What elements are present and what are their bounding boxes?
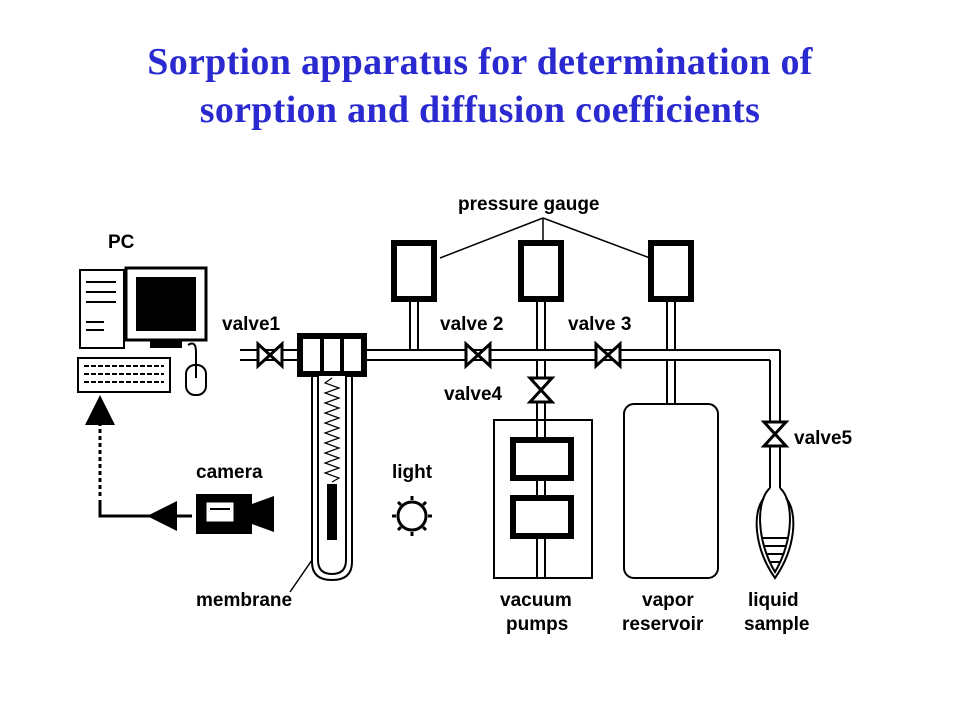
pc-computer: PC	[77, 232, 208, 396]
liquid-label-2: sample	[744, 614, 809, 635]
vacuum-label-1: vacuum	[500, 590, 572, 611]
light-icon: light	[392, 462, 433, 536]
pressure-gauge-1	[391, 240, 437, 302]
sample-chamber	[297, 333, 367, 377]
liquid-label-1: liquid	[748, 590, 799, 611]
valve-4	[526, 376, 556, 404]
valve1-label: valve1	[222, 314, 281, 335]
light-label: light	[392, 462, 433, 483]
valve2-label: valve 2	[440, 314, 503, 335]
valve3-label: valve 3	[568, 314, 631, 335]
valve4-label: valve4	[444, 384, 503, 405]
membrane-label: membrane	[196, 590, 292, 611]
valve-3: valve 3	[568, 314, 631, 370]
vapor-label-2: reservoir	[622, 614, 704, 635]
liquid-sample-bulb	[759, 487, 791, 574]
liquid-branch: valve5 liquid sample	[744, 420, 853, 635]
pressure-gauges: pressure gauge	[391, 194, 694, 350]
vapor-reservoir: vapor reservoir	[622, 360, 719, 635]
valve-5	[760, 420, 790, 448]
valve5-label: valve5	[794, 428, 853, 449]
pressure-gauge-label: pressure gauge	[458, 194, 600, 215]
signal-line	[85, 395, 192, 531]
page-title: Sorption apparatus for determination of …	[0, 38, 960, 134]
title-line-2: sorption and diffusion coefficients	[199, 89, 761, 131]
vacuum-pump-2	[510, 495, 574, 539]
main-line	[240, 349, 781, 425]
pressure-gauge-3	[648, 240, 694, 302]
pressure-gauge-2	[518, 240, 564, 302]
vacuum-enclosure	[493, 419, 593, 579]
camera-label: camera	[196, 462, 263, 483]
membrane-sample	[327, 484, 337, 540]
vacuum-label-2: pumps	[506, 614, 568, 635]
pc-label: PC	[108, 232, 135, 253]
camera: camera	[196, 462, 274, 534]
valve-2: valve 2	[440, 314, 503, 370]
pc-screen	[136, 277, 196, 331]
vapor-label-1: vapor	[642, 590, 694, 611]
vacuum-pump-1	[510, 437, 574, 481]
title-line-1: Sorption apparatus for determination of	[147, 41, 813, 83]
membrane-tube: membrane	[196, 376, 353, 611]
valve-1: valve1	[222, 314, 284, 370]
vacuum-branch: valve4 vacuum pumps	[444, 360, 593, 635]
